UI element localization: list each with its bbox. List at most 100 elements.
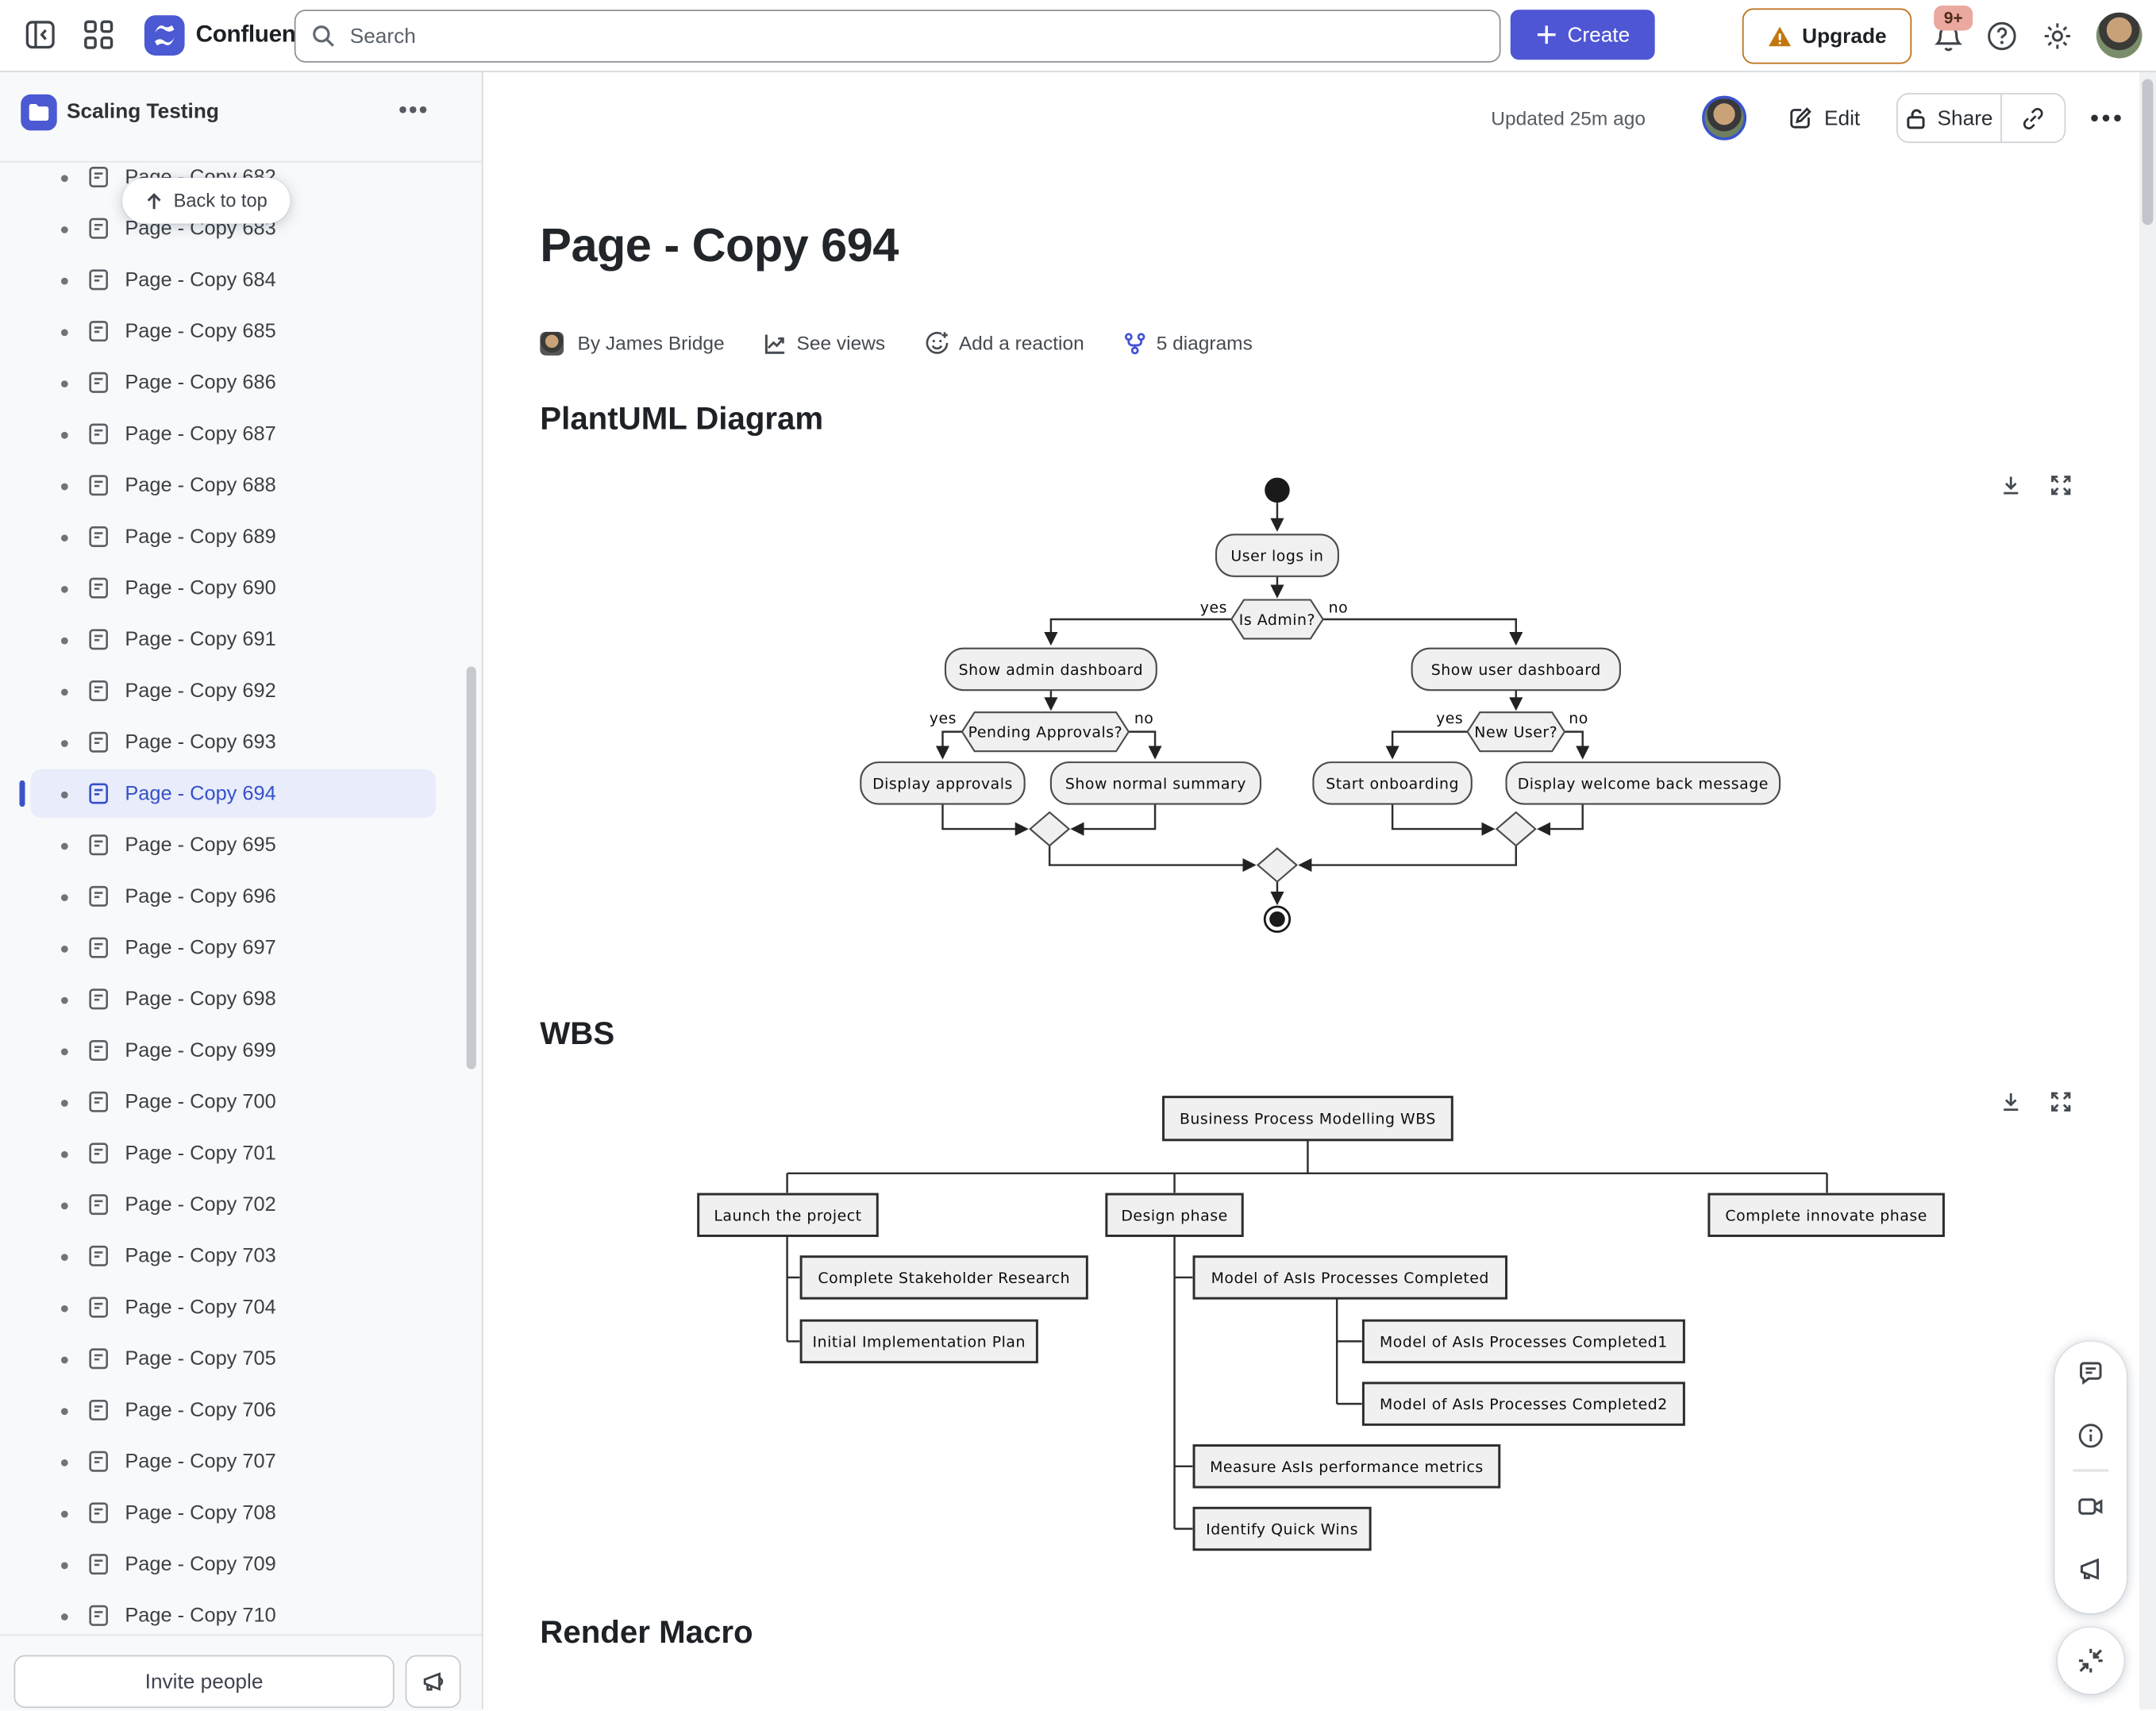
sidebar-page-item[interactable]: Page - Copy 707 xyxy=(0,1435,472,1487)
sidebar-page-item[interactable]: Page - Copy 710 xyxy=(0,1590,472,1634)
search-placeholder: Search xyxy=(349,24,416,48)
video-button[interactable] xyxy=(2054,1474,2127,1537)
sidebar-page-item[interactable]: Page - Copy 693 xyxy=(0,716,472,768)
sidebar-page-item[interactable]: Page - Copy 687 xyxy=(0,408,472,460)
space-more-button[interactable]: ••• xyxy=(398,94,429,123)
diagram-node-label: Model of AsIs Processes Completed xyxy=(1211,1270,1489,1287)
sidebar-page-item[interactable]: Page - Copy 686 xyxy=(0,356,472,408)
create-button[interactable]: Create xyxy=(1510,10,1655,60)
diagram-edge xyxy=(1564,730,1590,760)
sidebar-page-item[interactable]: Page - Copy 700 xyxy=(0,1076,472,1127)
sidebar-page-item[interactable]: Page - Copy 690 xyxy=(0,562,472,614)
confluence-logo-icon[interactable] xyxy=(144,15,185,56)
diagrams-count-button[interactable]: 5 diagrams xyxy=(1123,331,1253,355)
search-input[interactable]: Search xyxy=(294,10,1501,63)
page-document-icon xyxy=(87,576,110,600)
sidebar-page-item[interactable]: Page - Copy 705 xyxy=(0,1333,472,1385)
page-item-label: Page - Copy 694 xyxy=(125,782,276,805)
download-icon[interactable] xyxy=(1999,1090,2023,1114)
page-item-label: Page - Copy 685 xyxy=(125,320,276,343)
sidebar-page-item[interactable]: Page - Copy 691 xyxy=(0,614,472,665)
bullet-dot xyxy=(60,842,68,850)
collapse-sidebar-icon[interactable] xyxy=(25,19,58,52)
page-item-label: Page - Copy 706 xyxy=(125,1398,276,1421)
page-item-label: Page - Copy 708 xyxy=(125,1501,276,1524)
sidebar-page-item[interactable]: Page - Copy 696 xyxy=(0,871,472,923)
sidebar-page-item[interactable]: Page - Copy 706 xyxy=(0,1385,472,1436)
bullet-dot xyxy=(60,1099,68,1106)
author-avatar[interactable] xyxy=(540,331,564,355)
feedback-megaphone-button[interactable] xyxy=(405,1655,461,1709)
page-document-icon xyxy=(87,1604,110,1628)
collapse-toolbar-button[interactable] xyxy=(2057,1627,2124,1694)
diagram-node-label: Design phase xyxy=(1121,1207,1227,1224)
bullet-dot xyxy=(60,790,68,798)
notifications-bell-icon[interactable] xyxy=(1932,22,1965,56)
edit-button[interactable]: Edit xyxy=(1788,97,1860,138)
author-byline[interactable]: By James Bridge xyxy=(577,331,725,354)
sidebar-page-item[interactable]: Page - Copy 695 xyxy=(0,819,472,871)
diagram-node-label: Model of AsIs Processes Completed2 xyxy=(1380,1396,1668,1413)
views-trend-icon xyxy=(764,333,784,353)
share-button-group: Share xyxy=(1896,93,2066,144)
diagram-node-label: Complete Stakeholder Research xyxy=(818,1270,1070,1287)
back-to-top-button[interactable]: Back to top xyxy=(121,177,290,224)
announcement-button[interactable] xyxy=(2054,1537,2127,1600)
page-scrollbar-thumb[interactable] xyxy=(2142,79,2154,225)
divider xyxy=(0,160,482,163)
expand-icon[interactable] xyxy=(2049,1090,2073,1114)
sidebar-page-item[interactable]: Page - Copy 689 xyxy=(0,511,472,563)
page-item-label: Page - Copy 697 xyxy=(125,936,276,959)
help-icon[interactable] xyxy=(1985,19,2019,52)
edit-pencil-icon xyxy=(1790,107,1811,129)
diagram-node-label: Display welcome back message xyxy=(1518,775,1769,792)
page-item-label: Page - Copy 686 xyxy=(125,371,276,394)
page-more-button[interactable]: ••• xyxy=(2090,103,2125,132)
page-item-label: Page - Copy 701 xyxy=(125,1142,276,1165)
sidebar-page-item[interactable]: Page - Copy 701 xyxy=(0,1127,472,1179)
space-icon[interactable] xyxy=(21,94,57,131)
sidebar-page-item[interactable]: Page - Copy 688 xyxy=(0,460,472,511)
sidebar-page-item[interactable]: Page - Copy 708 xyxy=(0,1487,472,1539)
sidebar-page-item[interactable]: Page - Copy 684 xyxy=(0,254,472,306)
diagram-node-label: Show admin dashboard xyxy=(959,661,1143,679)
details-button[interactable] xyxy=(2054,1404,2127,1466)
sidebar-page-item[interactable]: Page - Copy 698 xyxy=(0,973,472,1025)
comments-button[interactable] xyxy=(2054,1341,2127,1404)
page-document-icon xyxy=(87,627,110,651)
contributor-avatar[interactable] xyxy=(1702,95,1747,141)
page-document-icon xyxy=(87,936,110,960)
share-button[interactable]: Share xyxy=(1898,94,2002,142)
see-views-button[interactable]: See views xyxy=(764,331,885,355)
sidebar-page-item[interactable]: Page - Copy 703 xyxy=(0,1230,472,1281)
sidebar-scrollbar[interactable] xyxy=(466,666,476,1069)
add-reaction-button[interactable]: Add a reaction xyxy=(924,330,1084,355)
invite-people-button[interactable]: Invite people xyxy=(13,1655,395,1709)
bullet-dot xyxy=(60,534,68,541)
sidebar-page-item[interactable]: Page - Copy 709 xyxy=(0,1539,472,1590)
settings-gear-icon[interactable] xyxy=(2041,19,2074,52)
page-item-label: Page - Copy 692 xyxy=(125,680,276,703)
upgrade-button[interactable]: Upgrade xyxy=(1742,8,1912,64)
space-name: Scaling Testing xyxy=(66,99,219,124)
sidebar-page-item[interactable]: Page - Copy 704 xyxy=(0,1281,472,1333)
app-switcher-icon[interactable] xyxy=(83,19,117,52)
copy-link-button[interactable] xyxy=(2002,94,2065,141)
page-scrollbar-track[interactable] xyxy=(2139,71,2156,1709)
download-icon[interactable] xyxy=(1999,473,2023,497)
sidebar-page-item[interactable]: Page - Copy 692 xyxy=(0,665,472,717)
sidebar-page-item[interactable]: Page - Copy 697 xyxy=(0,922,472,973)
bullet-dot xyxy=(60,585,68,592)
page-document-icon xyxy=(87,1296,110,1320)
page-item-label: Page - Copy 698 xyxy=(125,988,276,1011)
sidebar-page-item[interactable]: Page - Copy 694 xyxy=(0,768,472,819)
page-document-icon xyxy=(87,217,110,241)
expand-icon[interactable] xyxy=(2049,473,2073,497)
page-document-icon xyxy=(87,1450,110,1474)
sidebar-page-item[interactable]: Page - Copy 699 xyxy=(0,1025,472,1077)
sidebar-page-item[interactable]: Page - Copy 702 xyxy=(0,1179,472,1231)
user-avatar[interactable] xyxy=(2096,12,2143,59)
sidebar-page-item[interactable]: Page - Copy 685 xyxy=(0,306,472,357)
page-item-label: Page - Copy 689 xyxy=(125,525,276,548)
